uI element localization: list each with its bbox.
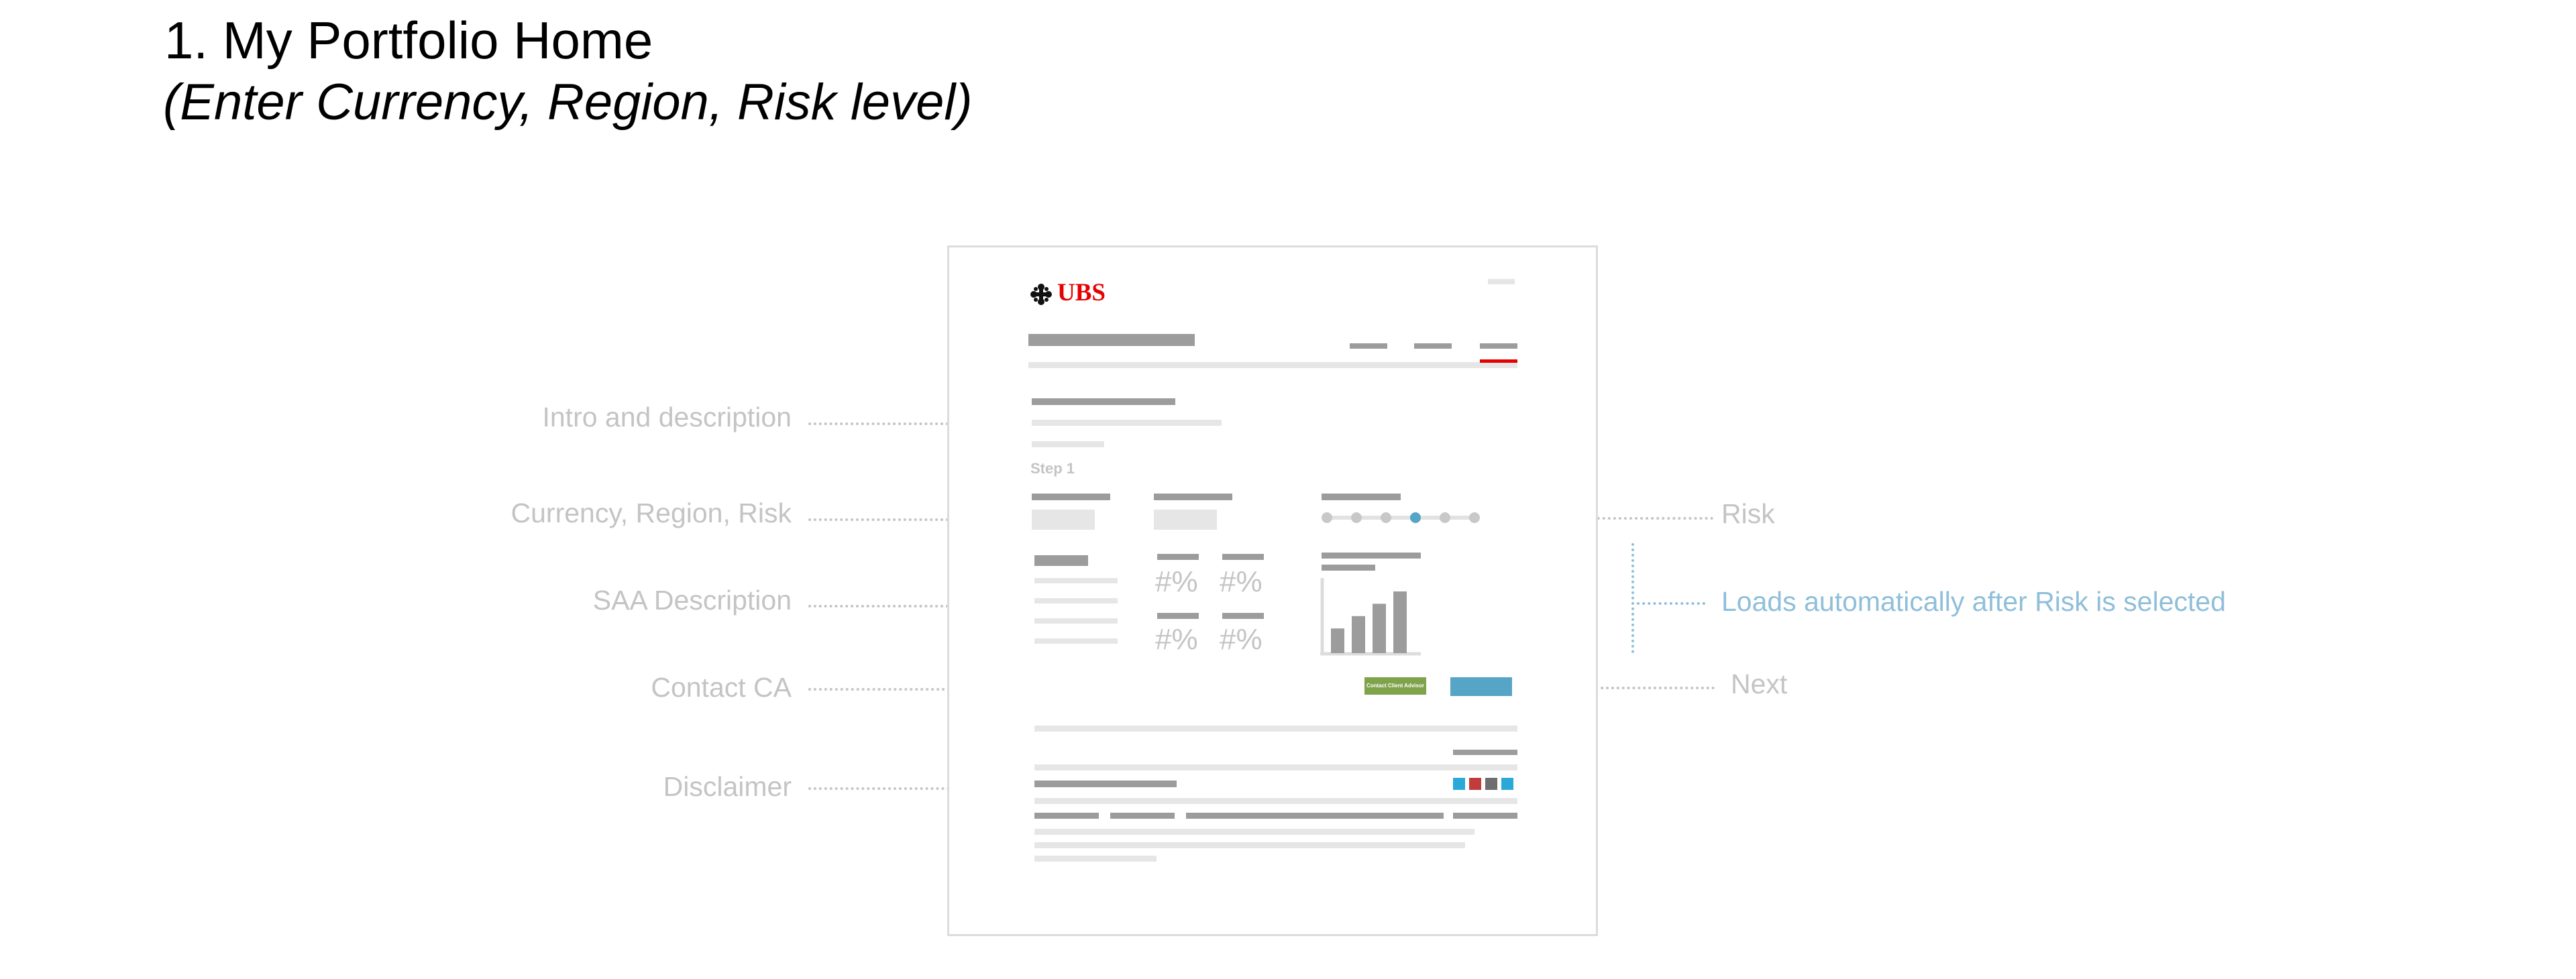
chart-subtitle-bar [1322, 565, 1375, 571]
disclaimer-heading-bar [1034, 781, 1177, 787]
nav-active-underline [1480, 359, 1517, 363]
annotation-intro: Intro and description [542, 402, 792, 433]
disclaimer-line-2 [1034, 798, 1517, 804]
leader-line-disclaimer [808, 787, 1008, 790]
leader-line-risk [1511, 517, 1713, 520]
bracket-loads [1631, 543, 1634, 653]
risk-level-selected[interactable] [1410, 512, 1421, 523]
disclaimer-divider [1034, 726, 1517, 732]
disclaimer-link-4[interactable] [1453, 813, 1517, 819]
social-icon-2[interactable] [1469, 778, 1481, 790]
annotation-currency: Currency, Region, Risk [511, 498, 792, 528]
risk-level-option[interactable] [1440, 512, 1450, 523]
saa-text-line-4 [1034, 638, 1118, 644]
footer-heading-bar [1453, 750, 1517, 755]
allocation-label-3 [1157, 613, 1199, 619]
allocation-percent-4: #% [1220, 623, 1263, 656]
allocation-percent-3: #% [1155, 623, 1198, 656]
annotation-next: Next [1731, 669, 1788, 699]
allocation-label-2 [1222, 554, 1264, 560]
risk-level-option[interactable] [1469, 512, 1480, 523]
page-title: 1. My Portfolio Home [164, 11, 653, 70]
page-subtitle: (Enter Currency, Region, Risk level) [163, 74, 973, 131]
risk-label-bar [1322, 494, 1401, 500]
nav-item-2[interactable] [1414, 343, 1452, 349]
saa-text-line-2 [1034, 598, 1118, 603]
next-button[interactable] [1450, 677, 1512, 696]
contact-advisor-button[interactable]: Contact Client Advisor [1364, 677, 1426, 695]
annotation-saa: SAA Description [592, 585, 792, 616]
saa-heading-bar [1034, 555, 1088, 566]
nav-item-1[interactable] [1350, 343, 1387, 349]
region-select[interactable] [1154, 510, 1217, 530]
page-heading-bar [1028, 334, 1195, 346]
intro-text-line-1 [1032, 420, 1222, 426]
disclaimer-link-1[interactable] [1034, 813, 1099, 819]
top-link-placeholder[interactable] [1488, 279, 1515, 284]
social-icon-1[interactable] [1453, 778, 1465, 790]
disclaimer-link-2[interactable] [1110, 813, 1175, 819]
social-icon-3[interactable] [1485, 778, 1497, 790]
intro-text-line-2 [1032, 441, 1104, 447]
currency-select[interactable] [1032, 510, 1095, 530]
chart-bar [1352, 616, 1365, 653]
leader-line-intro [808, 422, 1002, 425]
region-label-bar [1154, 494, 1232, 500]
ubs-logo-text: UBS [1057, 279, 1106, 306]
annotation-risk: Risk [1721, 498, 1775, 529]
ubs-logo-icon [1028, 282, 1054, 307]
chart-title-bar [1322, 553, 1421, 559]
annotation-loads: Loads automatically after Risk is select… [1721, 586, 2226, 617]
allocation-percent-2: #% [1220, 565, 1263, 598]
risk-level-option[interactable] [1322, 512, 1332, 523]
step-label: Step 1 [1030, 460, 1075, 477]
currency-label-bar [1032, 494, 1110, 500]
header-divider [1028, 362, 1517, 368]
disclaimer-link-3[interactable] [1186, 813, 1444, 819]
disclaimer-line-4 [1034, 842, 1465, 848]
allocation-bar-chart [1320, 578, 1422, 656]
saa-text-line-3 [1034, 618, 1118, 624]
saa-text-line-1 [1034, 578, 1118, 583]
allocation-label-1 [1157, 554, 1199, 560]
chart-bar [1373, 603, 1386, 653]
risk-level-option[interactable] [1381, 512, 1391, 523]
chart-bar [1393, 591, 1407, 653]
disclaimer-line-1 [1034, 764, 1517, 770]
intro-heading-bar [1032, 398, 1175, 405]
allocation-label-4 [1222, 613, 1264, 619]
leader-line-loads [1637, 602, 1705, 605]
chart-bar [1331, 628, 1344, 653]
disclaimer-line-3 [1034, 829, 1474, 835]
leader-line-next [1521, 687, 1715, 689]
leader-line-currency [808, 518, 1002, 521]
annotation-disclaimer: Disclaimer [663, 771, 792, 802]
social-icon-4[interactable] [1501, 778, 1513, 790]
risk-slider[interactable] [1320, 510, 1481, 526]
nav-item-3[interactable] [1480, 343, 1517, 349]
annotation-contact: Contact CA [651, 672, 792, 703]
disclaimer-line-5 [1034, 856, 1157, 862]
allocation-percent-1: #% [1155, 565, 1198, 598]
risk-level-option[interactable] [1351, 512, 1362, 523]
leader-line-saa [808, 605, 1002, 608]
